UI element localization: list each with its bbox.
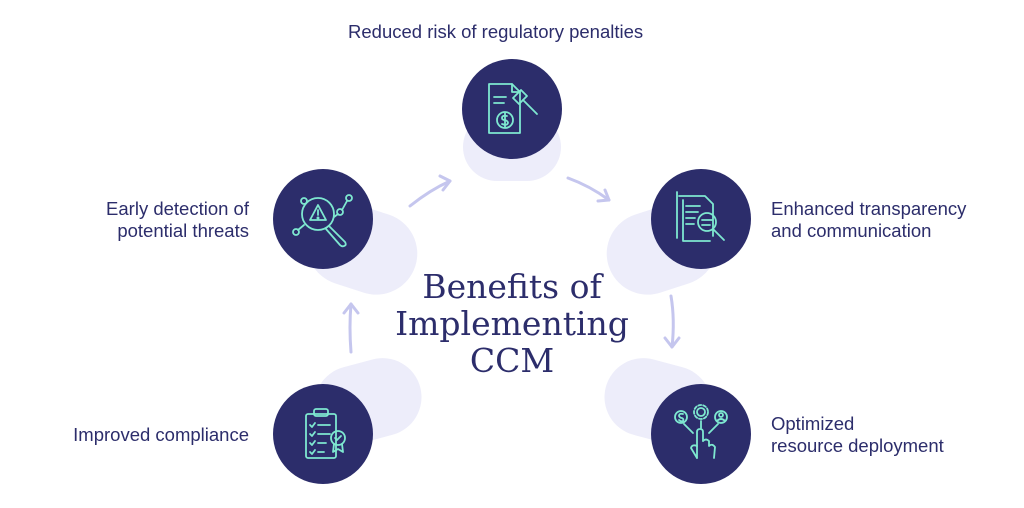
label-threats-line-1: Early detection of	[106, 198, 249, 219]
document-magnifier-icon	[676, 191, 725, 242]
label-transparency-line-2: and communication	[771, 220, 932, 241]
label-regulatory: Reduced risk of regulatory penalties	[348, 21, 643, 43]
circle-transparency	[651, 169, 751, 269]
center-title-line-1: Benefits of	[422, 267, 602, 306]
label-compliance-line-1: Improved compliance	[73, 424, 249, 445]
center-title: Benefits of Implementing CCM	[352, 268, 672, 379]
label-transparency-line-1: Enhanced transparency	[771, 198, 967, 219]
circle-resources	[651, 384, 751, 484]
label-regulatory-line-1: Reduced risk of regulatory penalties	[348, 21, 644, 42]
center-title-line-2: Implementing	[395, 304, 629, 343]
hand-pointer-dollar-gear-person-icon	[674, 404, 728, 459]
magnifier-warning-network-icon	[292, 194, 353, 248]
label-threats-line-2: potential threats	[117, 220, 249, 241]
circle-regulatory	[462, 59, 562, 159]
arrow-threats-to-regulatory	[408, 174, 452, 208]
arrow-transparency-to-resources	[663, 294, 681, 349]
document-gavel-dollar-icon	[488, 83, 538, 134]
label-resources: Optimized resource deployment	[771, 413, 944, 457]
arrow-regulatory-to-transparency	[566, 176, 611, 203]
label-transparency: Enhanced transparency and communication	[771, 198, 966, 242]
center-title-line-3: CCM	[469, 341, 555, 380]
arrow-compliance-to-threats	[342, 302, 360, 354]
label-threats: Early detection of potential threats	[106, 198, 249, 242]
clipboard-checklist-badge-icon	[305, 408, 346, 459]
label-resources-line-2: resource deployment	[771, 435, 944, 456]
label-resources-line-1: Optimized	[771, 413, 855, 434]
label-compliance: Improved compliance	[73, 424, 249, 446]
circle-threats	[273, 169, 373, 269]
cycle-arrows	[342, 174, 681, 354]
